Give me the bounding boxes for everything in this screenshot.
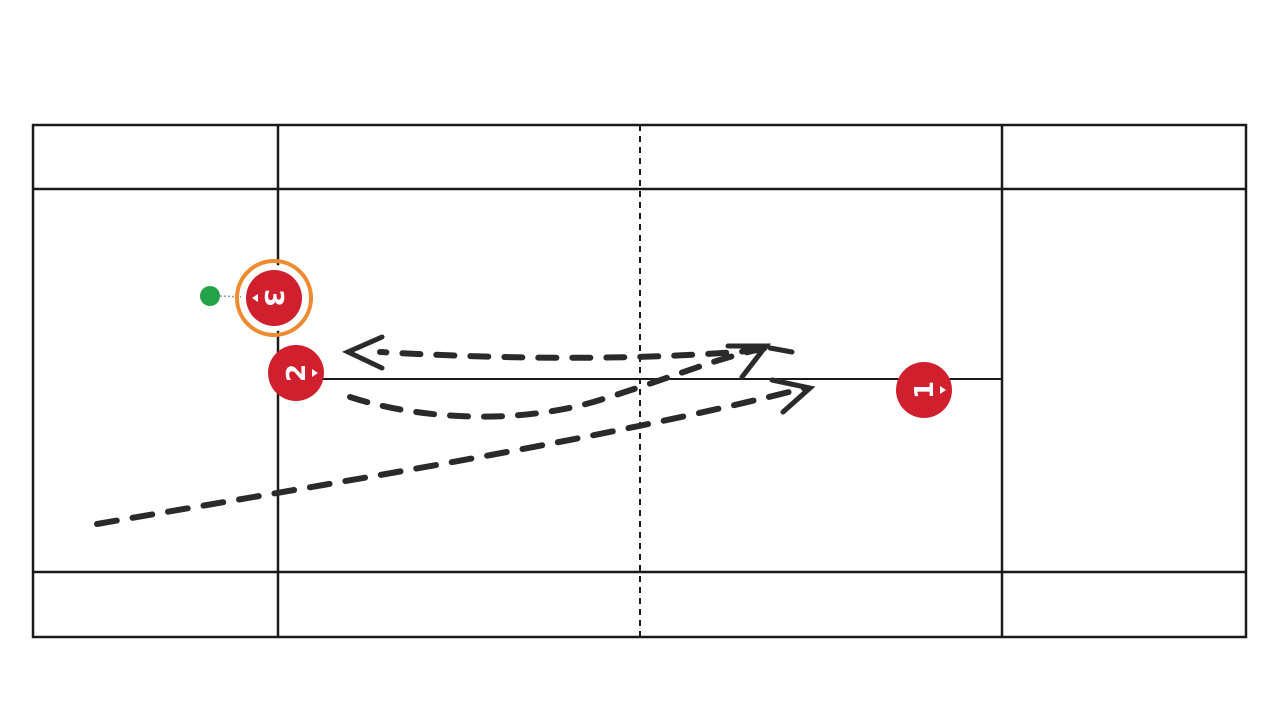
- player-3-label: 3: [258, 289, 288, 307]
- direction-indicator-icon: [940, 386, 946, 394]
- player-2-label: 2: [282, 364, 312, 382]
- arrowhead-upper-right-icon: [725, 343, 795, 380]
- player-1-marker[interactable]: 1: [896, 362, 952, 418]
- player-2-marker[interactable]: 2: [268, 345, 324, 401]
- movement-path-return[interactable]: [377, 347, 763, 361]
- player-3-disc: [246, 270, 302, 326]
- direction-indicator-icon: [312, 369, 318, 377]
- arrowhead-left-icon: [341, 334, 385, 371]
- movement-paths: [94, 334, 816, 527]
- arrowhead-right-icon: [769, 377, 816, 415]
- player-3-marker[interactable]: 3: [235, 259, 313, 337]
- movement-path-diagonal[interactable]: [94, 385, 808, 527]
- rotation-handle[interactable]: [200, 286, 220, 306]
- movement-path-curve[interactable]: [347, 345, 768, 420]
- player-1-label: 1: [910, 381, 940, 399]
- court-lines: [31, 123, 1248, 639]
- selection-ring: [235, 259, 313, 337]
- player-2-disc: [268, 345, 324, 401]
- player-1-disc: [896, 362, 952, 418]
- direction-indicator-icon: [252, 294, 258, 302]
